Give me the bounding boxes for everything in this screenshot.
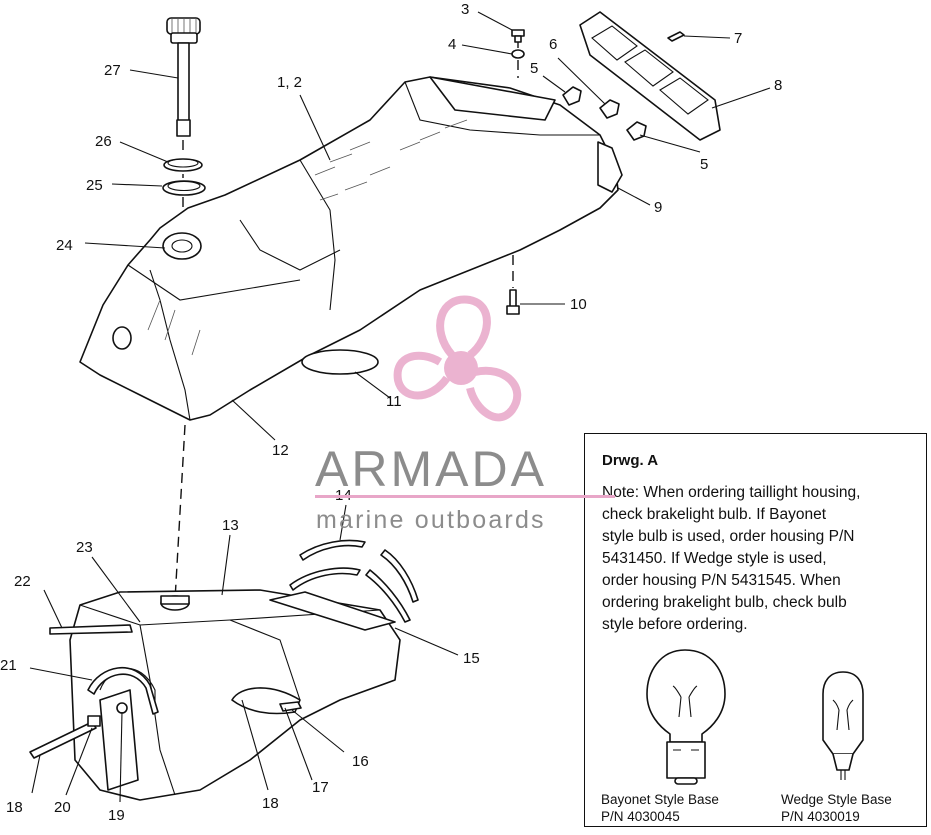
callout-18-left: 18 — [6, 799, 23, 816]
callout-22: 22 — [14, 573, 31, 590]
bayonet-bulb-icon — [646, 649, 726, 785]
o-ring-26 — [163, 158, 203, 172]
washer-4 — [511, 49, 525, 59]
bulb-5-right — [626, 121, 647, 141]
bulb-6 — [599, 99, 620, 119]
callout-24: 24 — [56, 237, 73, 254]
callout-18-right: 18 — [262, 795, 279, 812]
callout-23: 23 — [76, 539, 93, 556]
callout-25: 25 — [86, 177, 103, 194]
callout-9: 9 — [654, 199, 662, 216]
tank-cover-body — [79, 76, 619, 421]
hose-22 — [49, 624, 133, 635]
callout-16: 16 — [352, 753, 369, 770]
callout-26: 26 — [95, 133, 112, 150]
leader-lines — [29, 11, 771, 803]
callout-12: 12 — [272, 442, 289, 459]
callout-19: 19 — [108, 807, 125, 824]
note-title: Drwg. A — [602, 452, 659, 469]
callout-10: 10 — [570, 296, 587, 313]
lens-frame-8 — [579, 11, 721, 141]
callout-5-top: 5 — [530, 60, 538, 77]
screw-7 — [667, 31, 685, 42]
bolt-10 — [506, 289, 520, 315]
tail-housing-9 — [597, 141, 623, 193]
callout-11: 11 — [386, 393, 402, 410]
callout-4: 4 — [448, 36, 456, 53]
bayonet-caption: Bayonet Style Base P/N 4030045 — [601, 792, 719, 824]
callout-17: 17 — [312, 779, 329, 796]
wedge-bulb-icon — [822, 671, 864, 780]
o-ring-25 — [162, 180, 206, 196]
bulb-5-left — [562, 86, 582, 106]
callout-6: 6 — [549, 36, 557, 53]
callout-8: 8 — [774, 77, 782, 94]
callout-1-2: 1, 2 — [277, 74, 302, 91]
note-text: Note: When ordering taillight housing, c… — [602, 484, 861, 633]
callout-15: 15 — [463, 650, 480, 667]
bulb-illustrations — [646, 649, 864, 785]
callout-13: 13 — [222, 517, 239, 534]
callout-5-right: 5 — [700, 156, 708, 173]
callout-27: 27 — [104, 62, 121, 79]
bracket-21 — [87, 667, 159, 715]
drawing-a-note-box: Drwg. A Note: When ordering taillight ho… — [584, 433, 927, 827]
fuel-line-assembly — [29, 689, 139, 791]
fuel-cap-gauge-27 — [166, 17, 201, 137]
wedge-caption: Wedge Style Base P/N 4030019 — [781, 792, 892, 824]
callout-14: 14 — [335, 487, 352, 504]
straps-14 — [289, 539, 419, 623]
callout-21: 21 — [0, 657, 17, 674]
screw-3 — [511, 29, 525, 43]
callout-20: 20 — [54, 799, 71, 816]
callout-7: 7 — [734, 30, 742, 47]
callout-3: 3 — [461, 1, 469, 18]
